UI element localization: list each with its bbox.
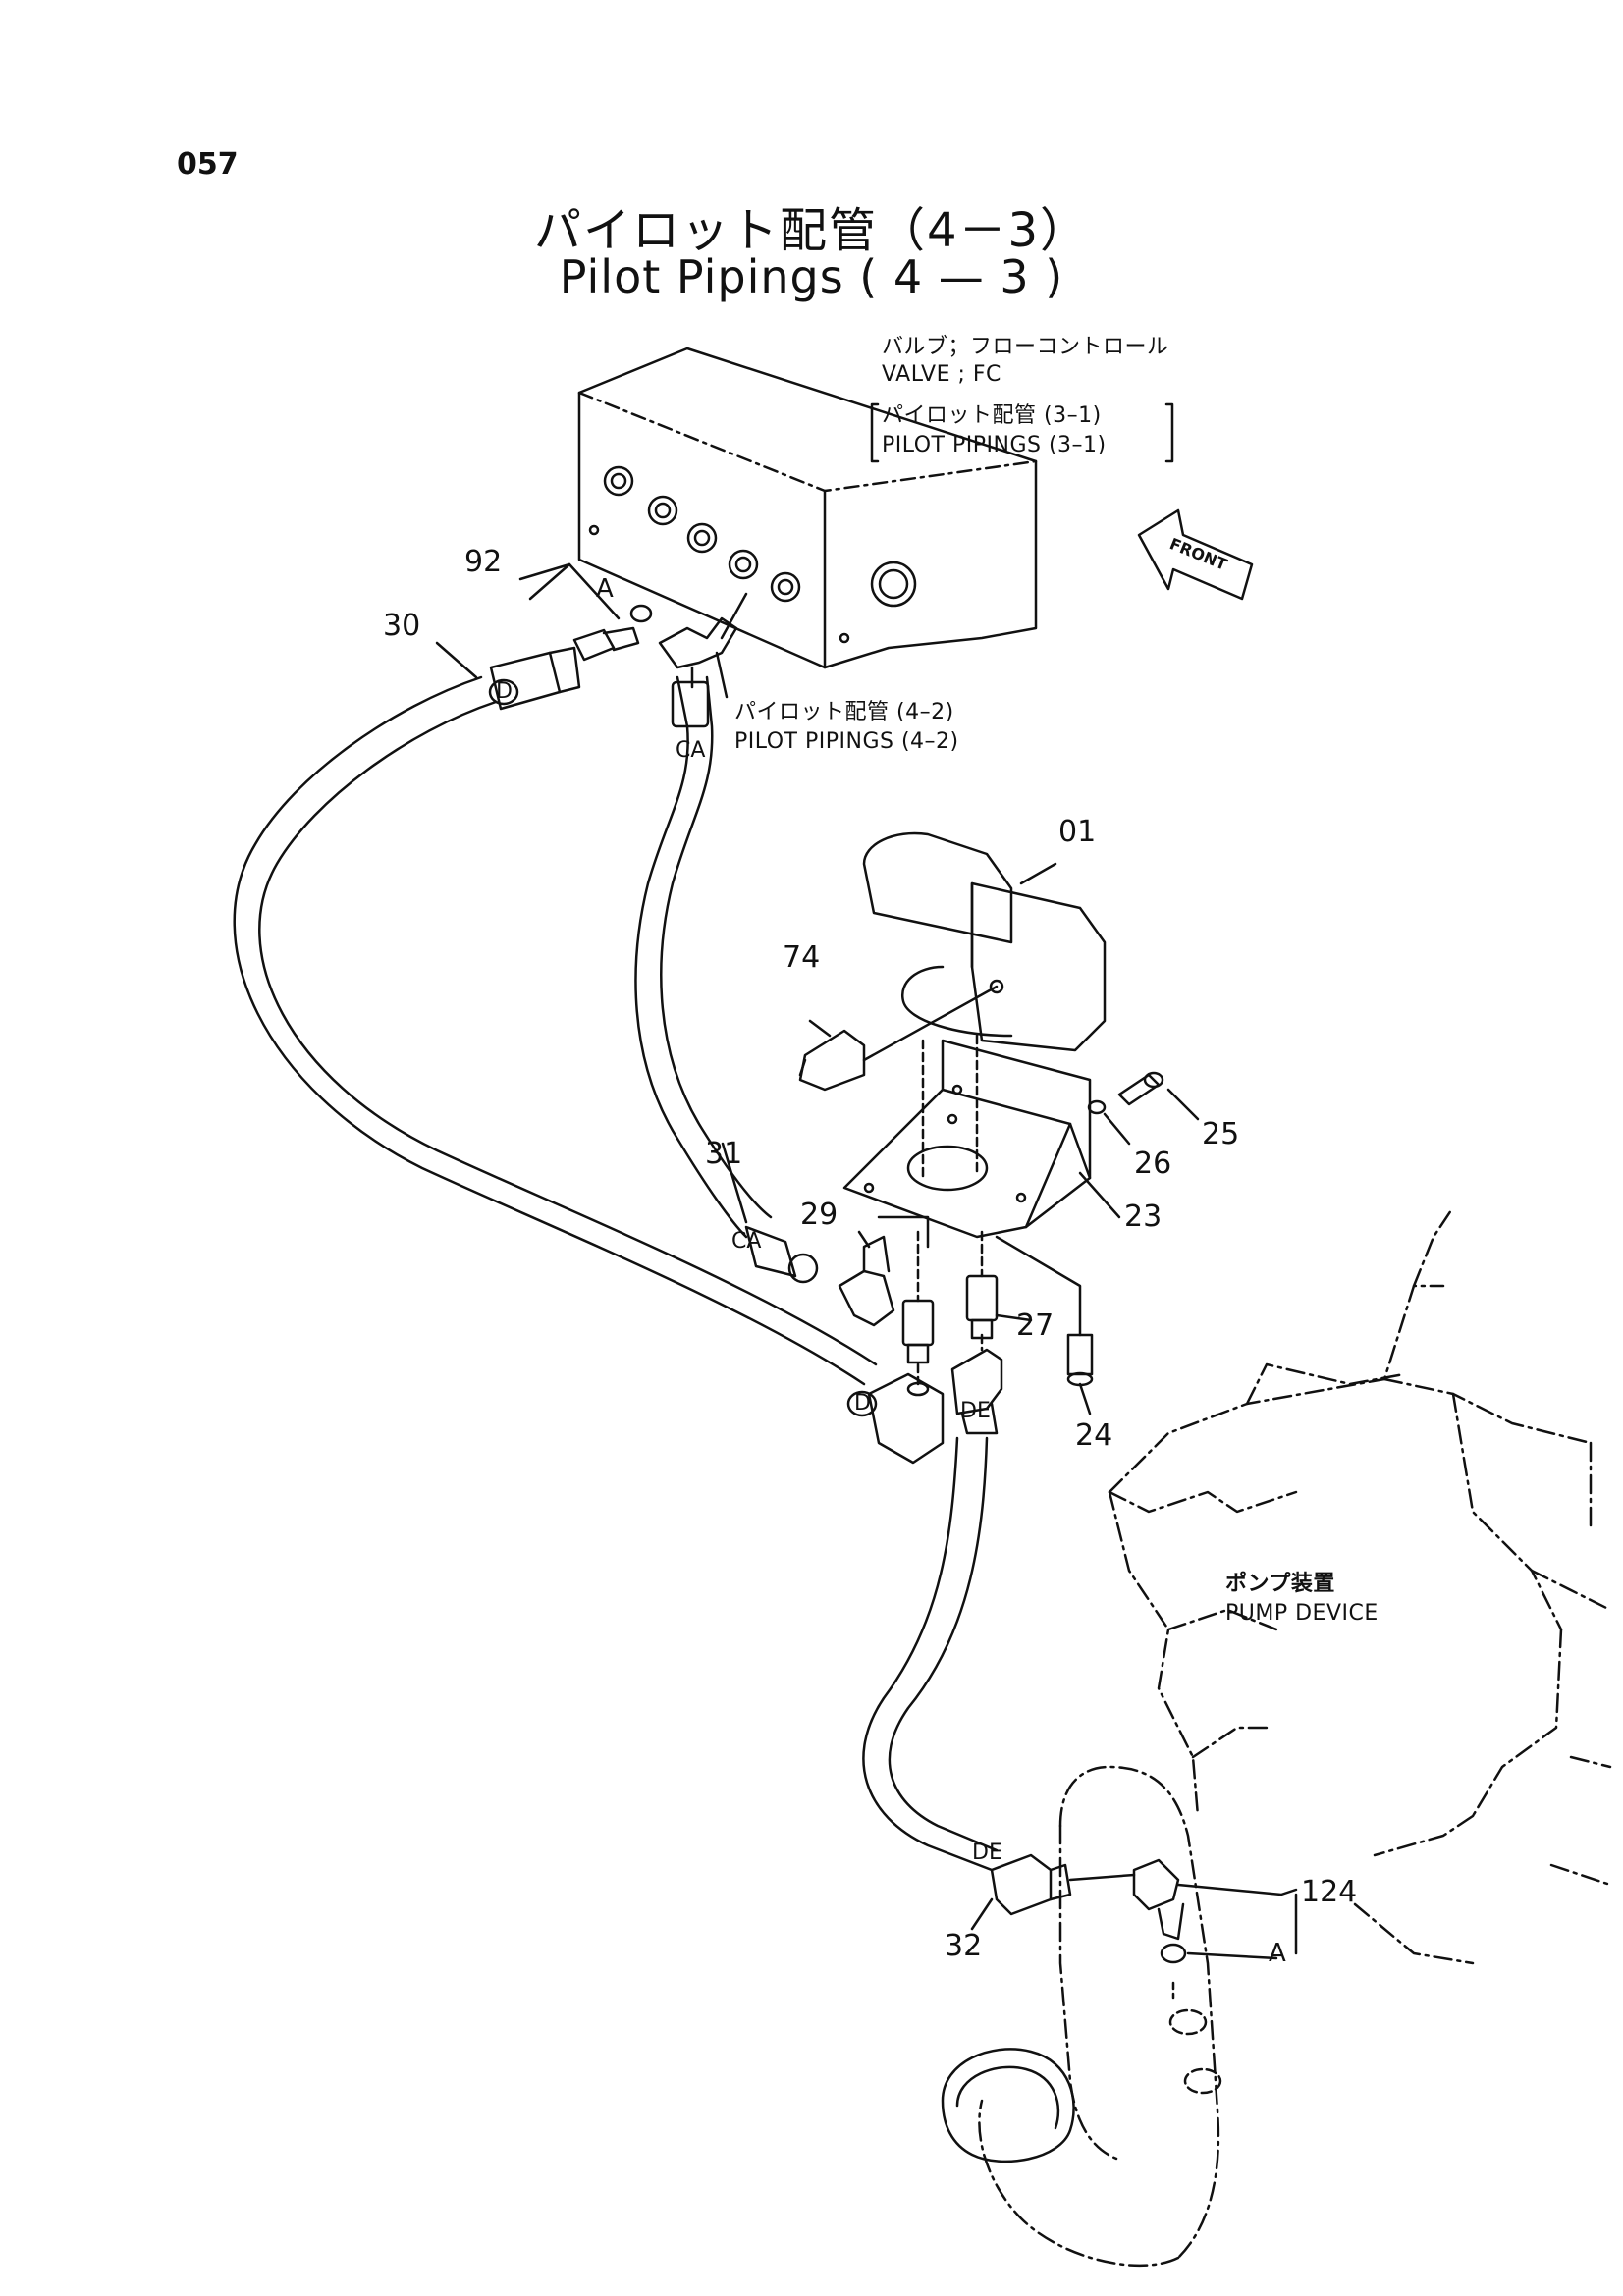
- valve-note-en: VALVE ; FC: [882, 362, 1001, 387]
- part-label-27: 27: [1016, 1308, 1055, 1343]
- marker-a-bottom: A: [1269, 1939, 1286, 1968]
- tee-de: [950, 1348, 1003, 1435]
- adapter-27b: [965, 1274, 999, 1340]
- marker-d-top: D: [496, 679, 513, 704]
- marker-ca-bottom: CA: [731, 1229, 762, 1254]
- o-ring-a: [1160, 1943, 1187, 1964]
- connector-92: [572, 604, 653, 662]
- part-label-30: 30: [383, 609, 421, 643]
- marker-d-bottom: D: [854, 1391, 871, 1415]
- ref-3-1-en: PILOT PIPINGS (3–1): [882, 433, 1107, 457]
- elbow-124: [1132, 1858, 1185, 1941]
- pump-ports: [941, 2008, 1222, 2163]
- solenoid-valve-01: [862, 831, 1107, 1052]
- valve-note-jp: バルブ；フローコントロール: [882, 335, 1169, 359]
- hose-30: [233, 646, 878, 1386]
- marker-de-top: DE: [960, 1399, 991, 1423]
- ref-4-2-en: PILOT PIPINGS (4–2): [734, 729, 959, 754]
- marker-ring-d-bottom: [846, 1390, 878, 1417]
- part-label-23: 23: [1124, 1200, 1163, 1234]
- hose-32: [862, 1436, 1072, 1916]
- pump-device: [1108, 1205, 1612, 1965]
- part-label-24: 24: [1075, 1418, 1113, 1453]
- page-number: 057: [177, 147, 239, 182]
- marker-de-bottom: DE: [972, 1841, 1002, 1865]
- tee-fitting: [658, 616, 738, 689]
- pump-device-jp: ポンプ装置: [1225, 1572, 1335, 1596]
- marker-ca-top: CA: [676, 738, 706, 763]
- front-direction-arrow: [1137, 508, 1254, 601]
- part-label-31: 31: [705, 1137, 743, 1171]
- marker-a-top: A: [596, 574, 614, 604]
- elbow-d-lower: [867, 1372, 945, 1465]
- part-label-124: 124: [1301, 1875, 1358, 1909]
- hose-31: [634, 675, 819, 1284]
- ref-3-1-jp: パイロット配管 (3–1): [882, 403, 1102, 428]
- pump-device-en: PUMP DEVICE: [1225, 1601, 1379, 1626]
- title-japanese: パイロット配管（4－3）: [533, 203, 1090, 258]
- part-label-01: 01: [1058, 815, 1097, 849]
- part-label-25: 25: [1202, 1117, 1240, 1151]
- part-label-92: 92: [464, 545, 503, 579]
- part-label-74: 74: [783, 940, 821, 975]
- marker-ring-d-top: [488, 678, 519, 706]
- bracket-23: [842, 1039, 1092, 1239]
- bolt-24: [1066, 1333, 1094, 1387]
- part-label-29: 29: [800, 1198, 839, 1232]
- part-label-26: 26: [1134, 1147, 1172, 1181]
- washer-26: [1087, 1099, 1107, 1115]
- part-label-32: 32: [945, 1929, 983, 1963]
- screw-25: [1117, 1071, 1164, 1106]
- pump-suction-pipe: [978, 1765, 1220, 2268]
- elbow-29: [838, 1235, 895, 1327]
- flow-control-valve-block: [577, 347, 1038, 669]
- title-english: Pilot Pipings ( 4 — 3 ): [559, 250, 1064, 303]
- connector-74: [798, 1029, 866, 1092]
- ref-4-2-jp: パイロット配管 (4–2): [734, 700, 954, 724]
- adapter-27a: [901, 1299, 935, 1364]
